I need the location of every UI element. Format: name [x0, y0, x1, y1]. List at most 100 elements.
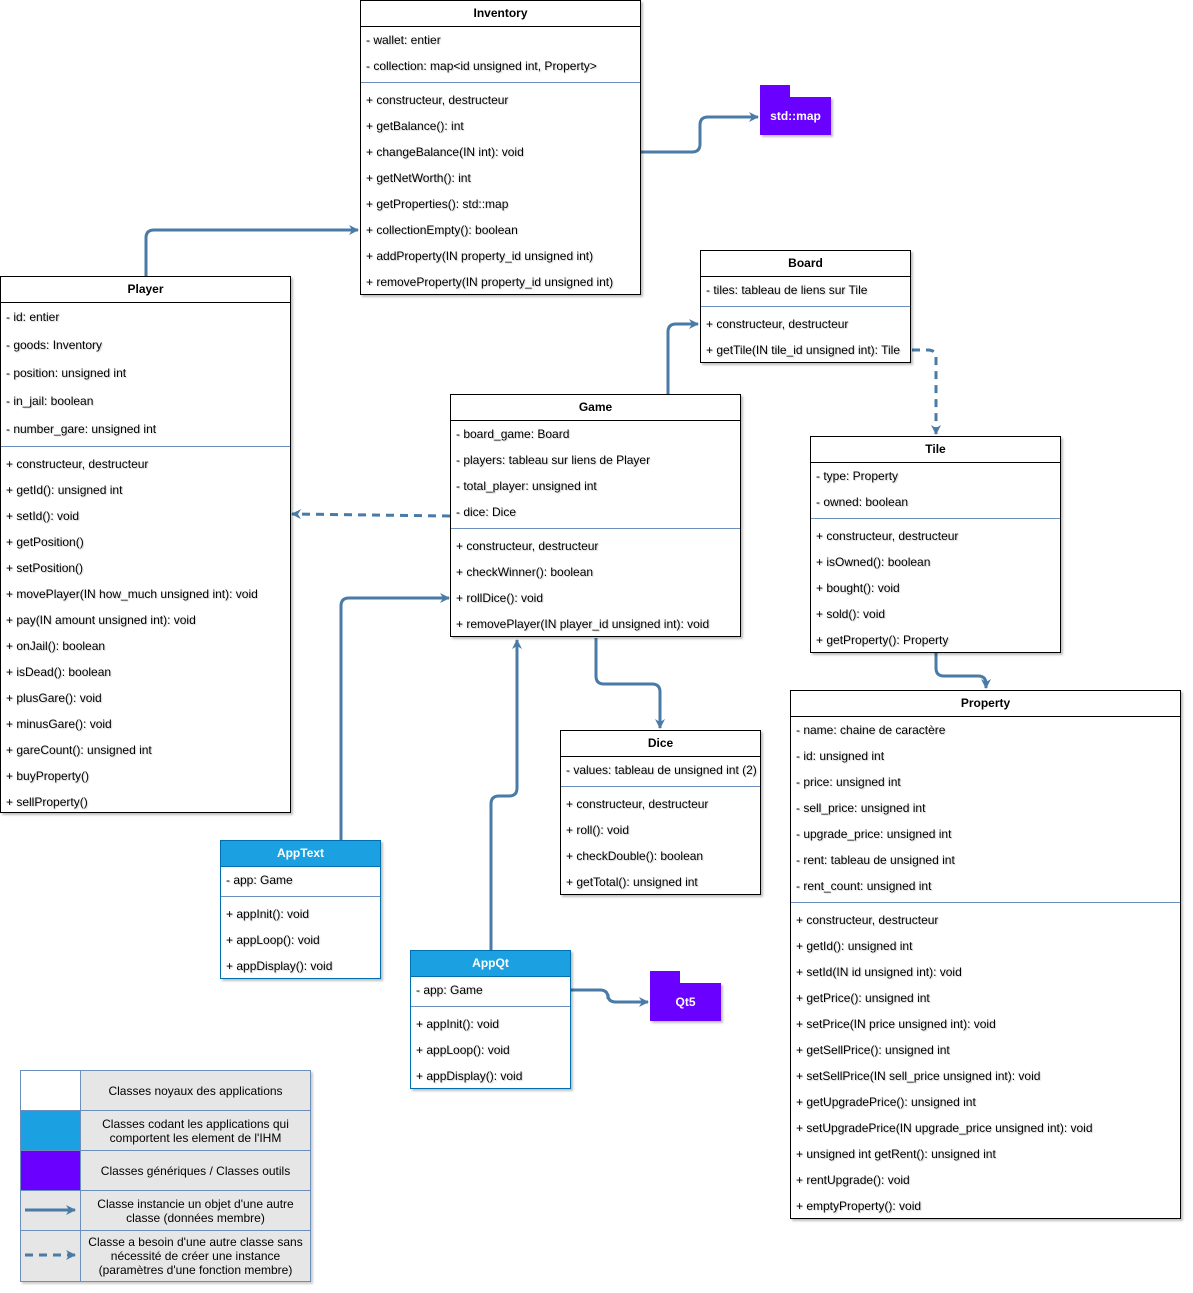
- solid-arrow-icon: [25, 1205, 76, 1215]
- method-row: + collectionEmpty(): boolean: [366, 223, 518, 237]
- method-row: + appInit(): void: [226, 907, 310, 921]
- method-row: + buyProperty(): [6, 769, 90, 783]
- method-row: + getId(): unsigned int: [796, 939, 913, 953]
- legend: Classes noyaux des applications Classes …: [20, 1070, 311, 1282]
- legend-swatch-solid-arrow: [21, 1191, 81, 1230]
- class-title: Game: [451, 395, 740, 421]
- legend-label: Classes génériques / Classes outils: [100, 1163, 291, 1178]
- method-row: + getNetWorth(): int: [366, 171, 471, 185]
- method-row: + setId(IN id unsigned int): void: [796, 965, 962, 979]
- method-row: + setUpgradePrice(IN upgrade_price unsig…: [796, 1121, 1093, 1135]
- attribute-row: - id: entier: [6, 310, 60, 324]
- legend-row-ui: Classes codant les applications qui comp…: [21, 1111, 310, 1151]
- methods-section: + appInit(): void + appLoop(): void + appD…: [411, 1011, 570, 1089]
- method-row: + appDisplay(): void: [226, 959, 333, 973]
- methods-section: + constructeur, destructeur+ getTile(IN …: [701, 311, 910, 363]
- attributes-section: - id: entier- goods: Inventory- position…: [1, 303, 290, 443]
- class-title: AppQt: [411, 951, 570, 977]
- method-row: + getId(): unsigned int: [6, 483, 123, 497]
- method-row: + checkWinner(): boolean: [456, 565, 594, 579]
- method-row: + getBalance(): int: [366, 119, 464, 133]
- dashed-arrow-icon: [25, 1250, 76, 1260]
- class-property[interactable]: Property - name: chaine de caractère - id…: [790, 690, 1181, 1219]
- method-row: + unsigned int getRent(): unsigned int: [796, 1147, 996, 1161]
- method-row: + onJail(): boolean: [6, 639, 106, 653]
- legend-label: Classe instancie un objet d'une autre cl…: [97, 1196, 294, 1225]
- attributes-section: - app: Game: [411, 977, 570, 1003]
- class-tile[interactable]: Tile - type: Property- owned: boolean + …: [810, 436, 1061, 653]
- class-game[interactable]: Game - board_game: Board - players: table…: [450, 394, 741, 637]
- method-row: + sellProperty(): [6, 795, 88, 809]
- package-stdmap[interactable]: std::map: [760, 85, 831, 135]
- method-row: + constructeur, destructeur: [796, 913, 939, 927]
- attributes-section: - wallet: entier- collection: map<id uns…: [361, 27, 640, 79]
- legend-row-dashed-arrow: Classe a besoin d'une autre classe sans …: [21, 1231, 310, 1281]
- arrow-board-tile: [912, 348, 941, 435]
- method-row: + getTotal(): unsigned int: [566, 875, 698, 889]
- arrow-tile-property: [934, 652, 991, 689]
- method-row: + isDead(): boolean: [6, 665, 112, 679]
- attributes-section: - type: Property- owned: boolean: [811, 463, 1060, 515]
- attribute-row: - id: unsigned int: [796, 749, 885, 763]
- divider: [221, 893, 380, 901]
- method-row: + getUpgradePrice(): unsigned int: [796, 1095, 976, 1109]
- method-row: + getProperty(): Property: [816, 633, 949, 647]
- attribute-row: - name: chaine de caractère: [796, 723, 946, 737]
- class-title: Player: [1, 277, 290, 303]
- package-qt5[interactable]: Qt5: [650, 971, 721, 1021]
- method-row: + getProperties(): std::map: [366, 197, 509, 211]
- legend-row-solid-arrow: Classe instancie un objet d'une autre cl…: [21, 1191, 310, 1231]
- divider: [811, 515, 1060, 523]
- method-row: + appInit(): void: [416, 1017, 500, 1031]
- method-row: + constructeur, destructeur: [366, 93, 509, 107]
- attribute-row: - collection: map<id unsigned int, Prope…: [366, 59, 597, 73]
- attribute-row: - goods: Inventory: [6, 338, 103, 352]
- method-row: + removeProperty(IN property_id unsigned…: [366, 275, 614, 289]
- method-row: + minusGare(): void: [6, 717, 112, 731]
- attributes-section: - values: tableau de unsigned int (2): [561, 757, 760, 783]
- arrow-game-board: [666, 319, 699, 394]
- attribute-row: - values: tableau de unsigned int (2): [566, 763, 757, 777]
- package-tab: [760, 85, 790, 97]
- arrow-game-player: [291, 509, 451, 520]
- attribute-row: - players: tableau sur liens de Player: [456, 453, 651, 467]
- method-row: + rentUpgrade(): void: [796, 1173, 910, 1187]
- method-row: + setSellPrice(IN sell_price unsigned in…: [796, 1069, 1041, 1083]
- class-inventory[interactable]: Inventory - wallet: entier- collection: …: [360, 0, 641, 295]
- class-appqt[interactable]: AppQt - app: Game + appInit(): void+ app…: [410, 950, 571, 1089]
- method-row: + sold(): void: [816, 607, 886, 621]
- class-board[interactable]: Board - tiles: tableau de liens sur Tile…: [700, 250, 911, 363]
- class-dice[interactable]: Dice - values: tableau de unsigned int (…: [560, 730, 761, 895]
- attribute-row: - rent: tableau de unsigned int: [796, 853, 955, 867]
- divider: [361, 79, 640, 87]
- method-row: + appLoop(): void: [416, 1043, 510, 1057]
- class-title: Board: [701, 251, 910, 277]
- attributes-section: - name: chaine de caractère - id: unsigne…: [791, 717, 1180, 899]
- arrow-appqt-qt5: [570, 988, 649, 1007]
- methods-section: + constructeur, destructeur + getBalance(…: [361, 87, 640, 295]
- methods-section: + constructeur, destructeur+ isOwned(): …: [811, 523, 1060, 653]
- class-player[interactable]: Player - id: entier- goods: Inventory- p…: [0, 276, 291, 813]
- method-row: + constructeur, destructeur: [456, 539, 599, 553]
- attribute-row: - in_jail: boolean: [6, 394, 94, 408]
- class-title: Inventory: [361, 1, 640, 27]
- class-title: Property: [791, 691, 1180, 717]
- attribute-row: - board_game: Board: [456, 427, 570, 441]
- method-row: + appLoop(): void: [226, 933, 320, 947]
- legend-row-generic: Classes génériques / Classes outils: [21, 1151, 310, 1191]
- method-row: + getPrice(): unsigned int: [796, 991, 930, 1005]
- legend-row-core: Classes noyaux des applications: [21, 1071, 310, 1111]
- class-apptext[interactable]: AppText - app: Game + appInit(): void+ a…: [220, 840, 381, 979]
- method-row: + getSellPrice(): unsigned int: [796, 1043, 950, 1057]
- method-row: + appDisplay(): void: [416, 1069, 523, 1083]
- method-row: + constructeur, destructeur: [706, 317, 849, 331]
- class-title: Tile: [811, 437, 1060, 463]
- attribute-row: - dice: Dice: [456, 505, 517, 519]
- methods-section: + constructeur, destructeur + getId(): un…: [791, 907, 1180, 1219]
- method-row: + checkDouble(): boolean: [566, 849, 704, 863]
- method-row: + emptyProperty(): void: [796, 1199, 922, 1213]
- divider: [561, 783, 760, 791]
- method-row: + movePlayer(IN how_much unsigned int): …: [6, 587, 258, 601]
- legend-label: Classes codant les applications qui comp…: [102, 1116, 289, 1145]
